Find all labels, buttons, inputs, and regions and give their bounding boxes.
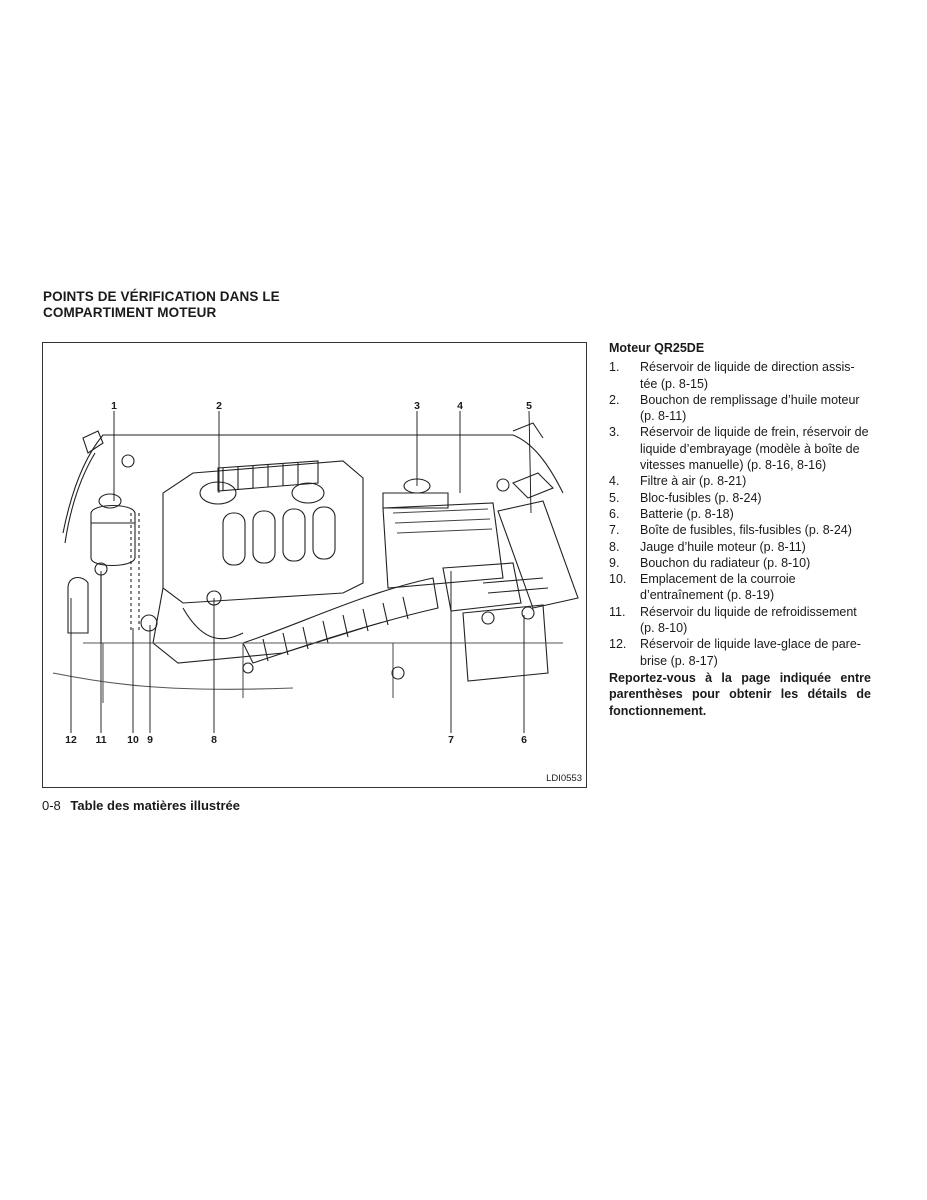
legend-item: 9.Bouchon du radiateur (p. 8-10) — [609, 555, 811, 570]
legend-heading: Moteur QR25DE — [609, 341, 705, 355]
legend-item: 7.Boîte de fusibles, fils-fusibles (p. 8… — [609, 523, 852, 538]
legend-item: 11.Réservoir du liquide de refroidisseme… — [609, 604, 857, 636]
legend-item: 8.Jauge d’huile moteur (p. 8-11) — [609, 539, 806, 554]
page-footer: 0-8 Table des matières illustrée — [42, 798, 240, 813]
legend-list: 1.Réservoir de liquide de direction assi… — [609, 359, 871, 669]
engine-illustration — [52, 410, 579, 733]
footer-section-name: Table des matières illustrée — [70, 798, 240, 813]
callout-11: 11 — [95, 734, 107, 746]
legend-item: 12.Réservoir de liquide lave-glace de pa… — [609, 637, 861, 668]
title-line-2: COMPARTIMENT MOTEUR — [43, 305, 217, 320]
engine-compartment-figure: 1 2 3 4 5 12 11 10 9 8 7 6 LDI0553 — [42, 342, 587, 788]
callout-7: 7 — [448, 734, 454, 746]
callout-8: 8 — [211, 734, 217, 746]
legend-item: 5.Bloc-fusibles (p. 8-24) — [609, 490, 762, 505]
callout-1: 1 — [111, 400, 117, 412]
legend-item: 2.Bouchon de remplissage d’huile moteur … — [609, 392, 860, 424]
reference-note: Reportez-vous à la page indiquée entre p… — [609, 670, 871, 718]
legend-item: 4.Filtre à air (p. 8-21) — [609, 474, 747, 489]
callout-12: 12 — [65, 734, 77, 746]
callout-6: 6 — [521, 734, 527, 746]
callout-10: 10 — [127, 734, 139, 746]
callout-3: 3 — [414, 400, 420, 412]
legend-panel: Moteur QR25DE 1.Réservoir de liquide de … — [609, 340, 871, 719]
page-title: POINTS DE VÉRIFICATION DANS LE COMPARTIM… — [43, 289, 280, 321]
page-number: 0-8 — [42, 798, 61, 813]
legend-item: 10.Emplacement de la courroie d’entraîne… — [609, 572, 796, 603]
title-line-1: POINTS DE VÉRIFICATION DANS LE — [43, 289, 280, 304]
figure-code: LDI0553 — [546, 773, 582, 784]
callout-9: 9 — [147, 734, 153, 746]
legend-item: 3.Réservoir de liquide de frein, réservo… — [609, 425, 869, 473]
legend-item: 6.Batterie (p. 8-18) — [609, 506, 734, 521]
callout-2: 2 — [216, 400, 222, 412]
legend-item: 1.Réservoir de liquide de direction assi… — [609, 360, 855, 391]
callout-4: 4 — [457, 400, 463, 412]
callout-5: 5 — [526, 400, 532, 412]
